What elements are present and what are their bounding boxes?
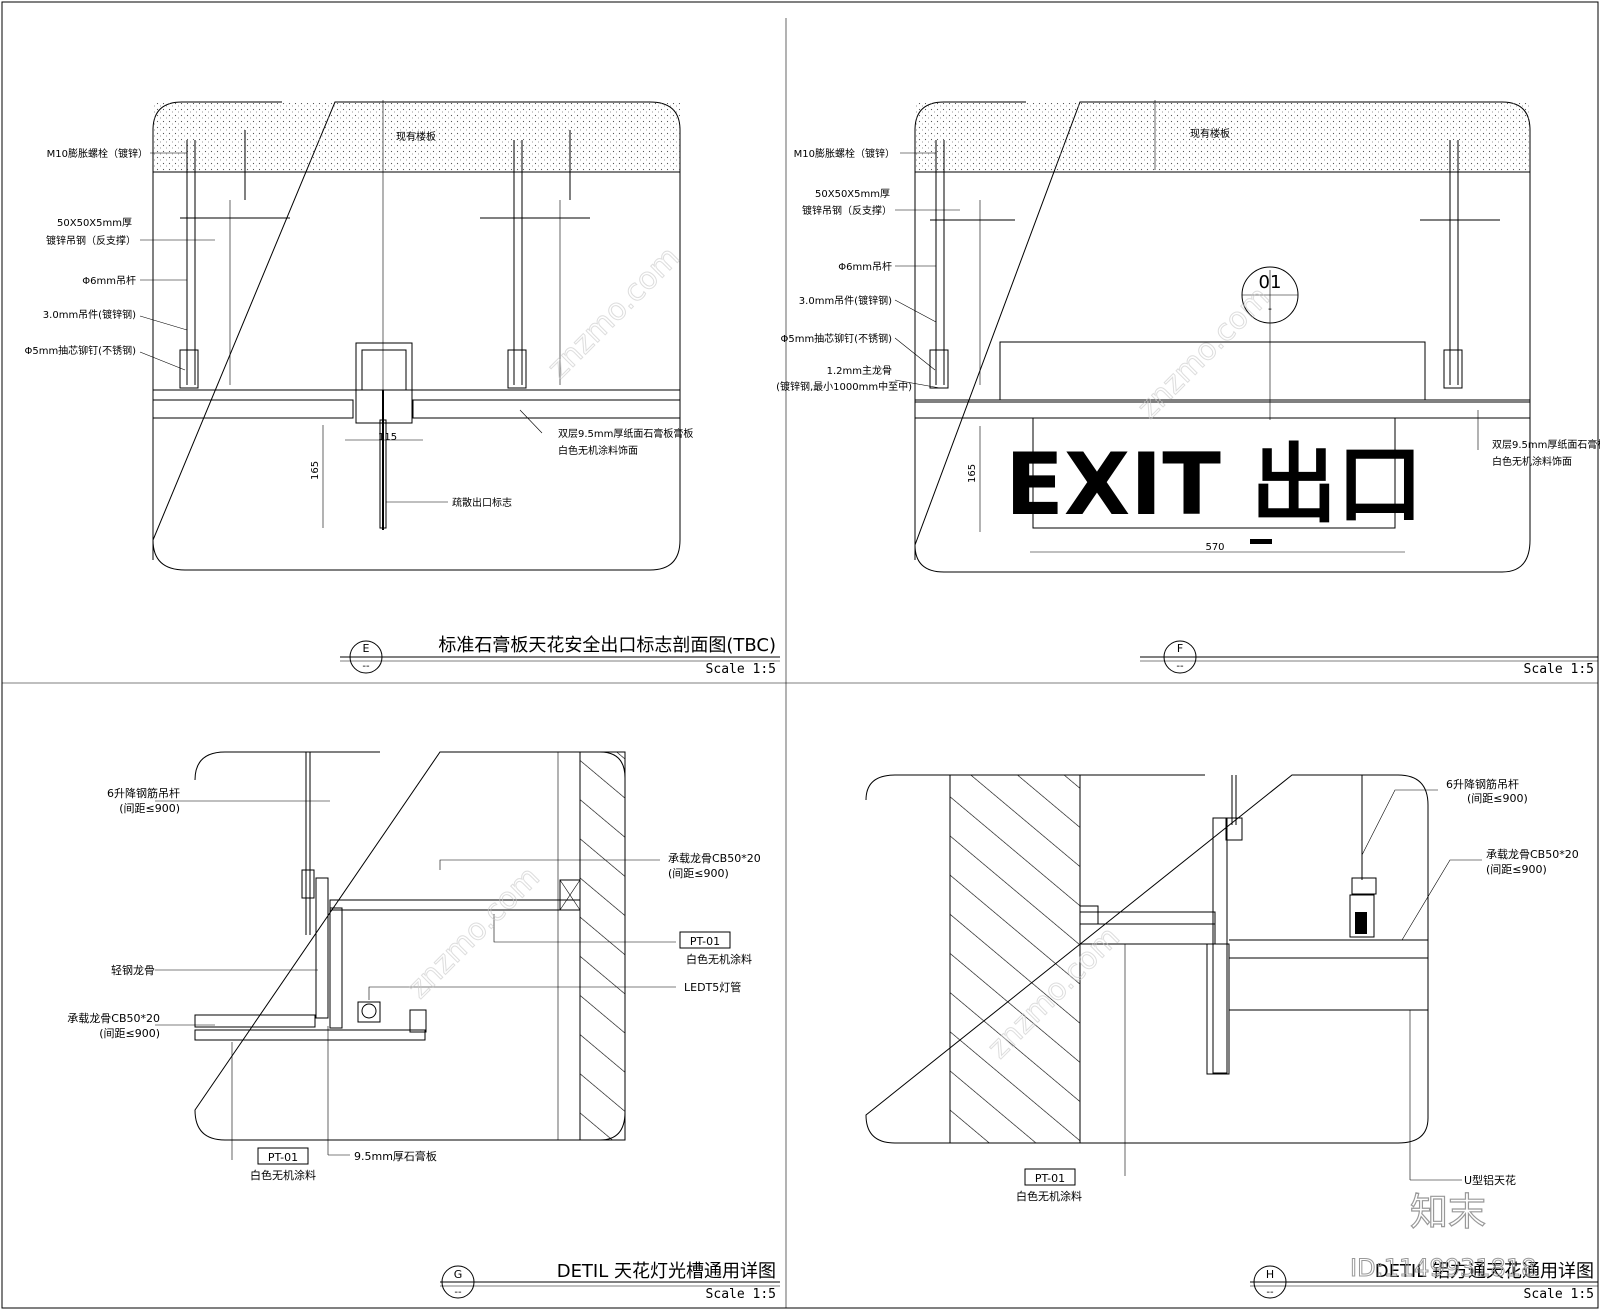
dim-height: 165 — [310, 461, 321, 480]
g-led: LEDT5灯管 — [684, 980, 741, 994]
g-light-keel: 轻钢龙骨 — [111, 963, 155, 977]
label-board-1: 双层9.5mm厚纸面石膏板膏板 — [558, 427, 693, 440]
exit-sign-panel — [1032, 417, 1396, 529]
label-rod: Φ6mm吊杆 — [82, 275, 136, 287]
f-label-slab: 现有楼板 — [1190, 127, 1230, 140]
tag-e: E — [363, 642, 370, 655]
tag-f-sub: -- — [1176, 661, 1184, 672]
g-rod-2: (间距≤900) — [119, 802, 180, 815]
f-label-rivet: Φ5mm抽芯铆钉(不锈钢) — [780, 332, 892, 345]
label-hanger: 3.0mm吊件(镀锌钢) — [43, 308, 136, 321]
h-main-1: 承载龙骨CB50*20 — [1486, 848, 1579, 861]
g-main-2: (间距≤900) — [668, 867, 729, 880]
concrete-slab-f — [915, 103, 1530, 171]
g-main-1: 承载龙骨CB50*20 — [668, 852, 761, 865]
watermark-site-2: znzmo.com — [1131, 280, 1277, 426]
title-h: DETIL 铝方通天花通用详图 — [1375, 1261, 1594, 1282]
watermark-site-1: znzmo.com — [541, 240, 687, 386]
dim-width-f: 570 — [1205, 542, 1224, 553]
h-u-ceiling: U型铝天花 — [1464, 1173, 1516, 1187]
tag-e-sub: -- — [362, 661, 370, 672]
panel-e: M10膨胀螺栓（镀锌） 50X50X5mm厚 镀锌吊钢（反支撑） Φ6mm吊杆 … — [24, 100, 780, 677]
h-pt-desc: 白色无机涂料 — [1016, 1189, 1082, 1203]
concrete-slab — [153, 103, 680, 171]
g-board: 9.5mm厚石膏板 — [354, 1149, 437, 1163]
f-label-board-1: 双层9.5mm厚纸面石膏板板 — [1492, 438, 1600, 451]
dim-height-f: 165 — [967, 464, 978, 483]
title-g: DETIL 天花灯光槽通用详图 — [557, 1261, 776, 1282]
g-rod-1: 6升降钢筋吊杆 — [107, 786, 180, 800]
wall-hatch-g — [579, 751, 626, 1141]
g-pt-desc: 白色无机涂料 — [686, 952, 752, 966]
h-rod-2: (间距≤900) — [1467, 792, 1528, 805]
g-left-main-2: (间距≤900) — [99, 1027, 160, 1040]
tag-g: G — [454, 1268, 463, 1281]
f-label-hanger: 3.0mm吊件(镀锌钢) — [799, 294, 892, 307]
f-label-steel: 镀锌吊钢（反支撑） — [802, 204, 892, 217]
g-pt2-code: PT-01 — [268, 1151, 298, 1164]
label-slab: 现有楼板 — [396, 130, 436, 143]
scale-h: Scale 1:5 — [1524, 1287, 1594, 1302]
label-rivet: Φ5mm抽芯铆钉(不锈钢) — [24, 344, 136, 357]
f-label-steel-size: 50X50X5mm厚 — [815, 188, 890, 200]
f-label-main-keel: 1.2mm主龙骨 — [827, 364, 892, 377]
panel-g: 6升降钢筋吊杆 (间距≤900) 承载龙骨CB50*20 (间距≤900) PT… — [67, 751, 780, 1302]
watermark-site-3: znzmo.com — [401, 860, 547, 1006]
watermark-id: ID:1149931818 — [1350, 1254, 1536, 1282]
f-label-main-keel-2: (镀锌钢,最小1000mm中至中) — [776, 380, 912, 393]
g-left-main-1: 承载龙骨CB50*20 — [67, 1012, 160, 1025]
label-bolt: M10膨胀螺栓（镀锌） — [47, 147, 148, 160]
label-steel-size: 50X50X5mm厚 — [57, 217, 132, 229]
exit-sign-text: EXIT 出口 — [1005, 435, 1423, 535]
panel-f: EXIT 出口 01 - 570 165 M10膨胀螺栓（镀锌） 50X50X5… — [776, 100, 1600, 677]
label-steel: 镀锌吊钢（反支撑） — [46, 234, 136, 247]
h-rod-1: 6升降钢筋吊杆 — [1446, 777, 1519, 791]
callout-top: 01 — [1259, 272, 1282, 293]
scale-g: Scale 1:5 — [706, 1287, 776, 1302]
f-label-board-2: 白色无机涂料饰面 — [1492, 455, 1572, 468]
f-label-bolt: M10膨胀螺栓（镀锌） — [794, 147, 895, 160]
title-e: 标准石膏板天花安全出口标志剖面图(TBC) — [438, 634, 776, 656]
h-main-2: (间距≤900) — [1486, 863, 1547, 876]
watermark-brand: 知末 — [1410, 1190, 1486, 1234]
tag-h-sub: -- — [1266, 1287, 1274, 1298]
tag-h: H — [1266, 1268, 1274, 1281]
h-pt-code: PT-01 — [1035, 1172, 1065, 1185]
label-sign: 疏散出口标志 — [452, 496, 512, 509]
wall-hatch-h — [949, 774, 1081, 1144]
g-pt2-desc: 白色无机涂料 — [250, 1168, 316, 1182]
panel-h: 6升降钢筋吊杆 (间距≤900) 承载龙骨CB50*20 (间距≤900) PT… — [865, 774, 1598, 1302]
tag-f: F — [1177, 642, 1183, 655]
dim-width: 115 — [378, 432, 397, 443]
scale-e: Scale 1:5 — [706, 662, 776, 677]
scale-f: Scale 1:5 — [1524, 662, 1594, 677]
callout-bottom: - — [1268, 302, 1272, 315]
f-label-rod: Φ6mm吊杆 — [838, 261, 892, 273]
tag-g-sub: -- — [454, 1287, 462, 1298]
g-pt-code: PT-01 — [690, 935, 720, 948]
label-board-2: 白色无机涂料饰面 — [558, 444, 638, 457]
